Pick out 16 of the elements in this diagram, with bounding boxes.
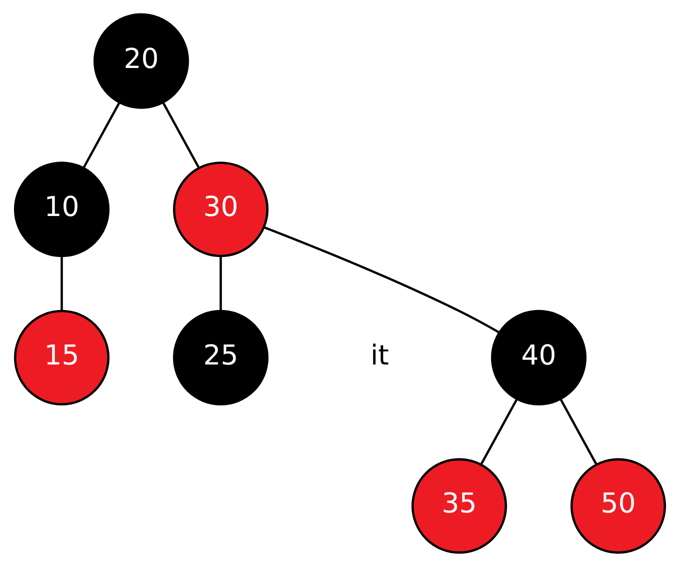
connector: [263, 226, 500, 334]
connector: [559, 398, 597, 466]
connector: [219, 256, 222, 311]
connector: [162, 102, 200, 168]
node-circle: 20: [92, 13, 189, 109]
node-circle: 40: [490, 310, 586, 406]
node-circle: 30: [172, 162, 268, 258]
connector: [82, 102, 120, 168]
node-circle: 25: [172, 310, 268, 406]
connector: [60, 256, 62, 311]
node-circle: 10: [13, 162, 110, 258]
label: it: [370, 339, 388, 372]
node-circle: 15: [13, 310, 110, 406]
node-circle: 50: [570, 458, 666, 554]
connector: [480, 398, 518, 466]
node-circle: 35: [410, 458, 507, 554]
